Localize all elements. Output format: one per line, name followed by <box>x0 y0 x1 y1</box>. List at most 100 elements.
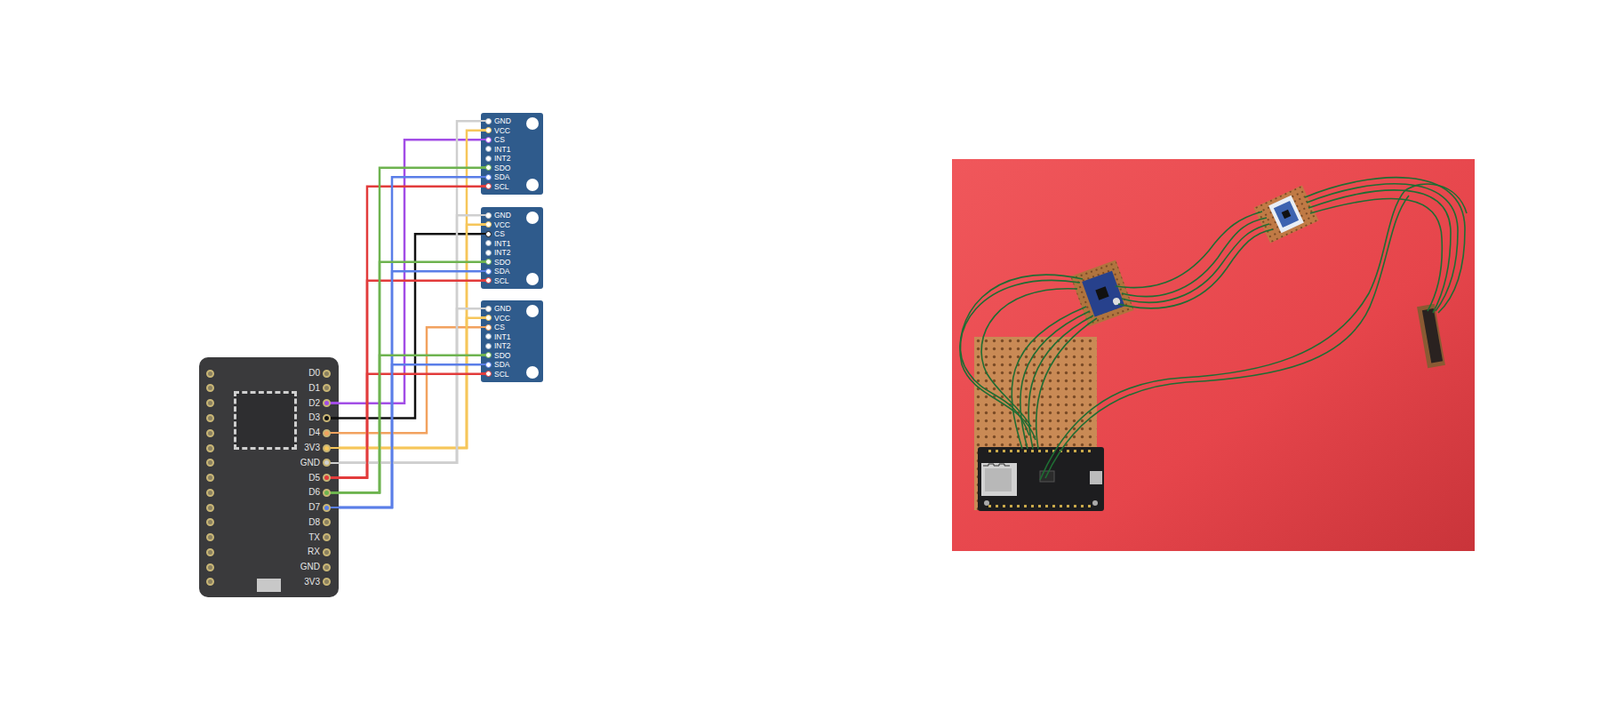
pin-dot <box>206 533 215 542</box>
wire <box>338 120 481 464</box>
pin-dot <box>206 473 215 482</box>
wire <box>338 308 481 464</box>
pin-dot <box>322 548 331 557</box>
pin-dot <box>485 343 492 350</box>
pin-dot <box>322 504 331 512</box>
pin-dot <box>206 384 215 392</box>
wire <box>338 262 481 494</box>
pin-label: D1 <box>308 383 320 394</box>
pin-dot <box>206 399 215 408</box>
pin-dot <box>485 361 492 368</box>
pin-label: 3V3 <box>304 442 320 454</box>
pin-dot <box>322 399 331 408</box>
wire <box>338 280 481 479</box>
sensor-module: GNDVCCCSINT1INT2SDOSDASCL <box>480 207 544 289</box>
pin-dot <box>485 314 492 321</box>
pin-label: SCL <box>494 369 510 379</box>
pin-dot <box>485 240 492 247</box>
pin-dot <box>322 414 331 423</box>
pin-label: TX <box>308 532 320 544</box>
wire <box>338 327 481 433</box>
pin-dot <box>322 533 331 542</box>
pin-dot <box>206 414 215 423</box>
wire <box>338 224 481 448</box>
pin-dot <box>206 518 215 527</box>
pin-dot <box>485 118 492 125</box>
wire <box>338 271 481 508</box>
pin-label: D8 <box>308 517 320 528</box>
pin-label: SDO <box>494 257 511 267</box>
pin-dot <box>485 164 492 171</box>
pin-dot <box>485 305 492 312</box>
pin-label: SCL <box>494 276 510 286</box>
red-cloth <box>952 159 1475 552</box>
mounting-hole <box>526 178 539 192</box>
pin-dot <box>322 473 331 482</box>
pin-dot <box>485 145 492 152</box>
pin-dot <box>485 155 492 162</box>
pin-dot <box>322 444 331 453</box>
pin-label: SDA <box>494 266 510 276</box>
pin-dot <box>485 221 492 228</box>
pin-label: D4 <box>308 427 320 439</box>
pin-dot <box>206 504 215 512</box>
pin-dot <box>485 333 492 340</box>
pin-label: INT1 <box>494 144 511 154</box>
pin-dot <box>485 174 492 181</box>
pin-dot <box>206 369 215 378</box>
pin-dot <box>206 488 215 497</box>
pin-dot <box>206 429 215 438</box>
pin-label: GND <box>494 116 512 126</box>
pin-dot <box>322 563 331 572</box>
pin-label: D0 <box>308 368 320 379</box>
usb-port <box>256 578 281 592</box>
pin-dot <box>485 212 492 219</box>
sensor-module: GNDVCCCSINT1INT2SDOSDASCL <box>480 300 544 383</box>
pin-label: INT2 <box>494 341 511 351</box>
pin-dot <box>485 268 492 275</box>
pin-label: GND <box>494 210 512 220</box>
pin-dot <box>322 429 331 438</box>
pin-label: SDO <box>494 163 511 173</box>
mounting-hole <box>526 366 539 379</box>
wire <box>338 364 481 508</box>
pin-label: VCC <box>494 313 511 323</box>
pin-label: SDO <box>494 351 511 360</box>
pin-label: CS <box>494 322 505 332</box>
pin-label: D2 <box>308 398 320 409</box>
pin-label: INT1 <box>494 239 511 248</box>
pin-label: D5 <box>308 472 320 484</box>
wire <box>338 374 481 479</box>
wire <box>338 168 481 494</box>
pin-dot <box>322 518 331 527</box>
pin-label: VCC <box>494 220 511 230</box>
sensor-photo <box>1416 304 1446 368</box>
sensor-module: GNDVCCCSINT1INT2SDOSDASCL <box>480 112 544 195</box>
pin-label: CS <box>494 135 505 144</box>
pin-label: SDA <box>494 360 510 369</box>
wire <box>338 176 481 508</box>
green-wires <box>960 177 1467 480</box>
pin-label: D6 <box>308 487 320 498</box>
pin-dot <box>206 577 215 586</box>
pin-dot <box>485 324 492 331</box>
pin-label: SDA <box>494 172 510 182</box>
pin-label: SCL <box>494 182 510 192</box>
pin-label: VCC <box>494 126 511 136</box>
wire <box>338 318 481 448</box>
pin-dot <box>485 277 492 284</box>
pin-label: D7 <box>308 502 320 513</box>
wire <box>338 186 481 479</box>
pin-dot <box>206 548 215 557</box>
pin-dot <box>206 458 215 467</box>
pin-label: RX <box>307 546 320 558</box>
pin-dot <box>485 249 492 256</box>
pin-dot <box>322 577 331 586</box>
pin-label: INT1 <box>494 332 511 342</box>
pin-label: GND <box>300 561 320 573</box>
pin-dot <box>485 136 492 144</box>
pin-dot <box>206 444 215 453</box>
mounting-hole <box>526 117 539 130</box>
